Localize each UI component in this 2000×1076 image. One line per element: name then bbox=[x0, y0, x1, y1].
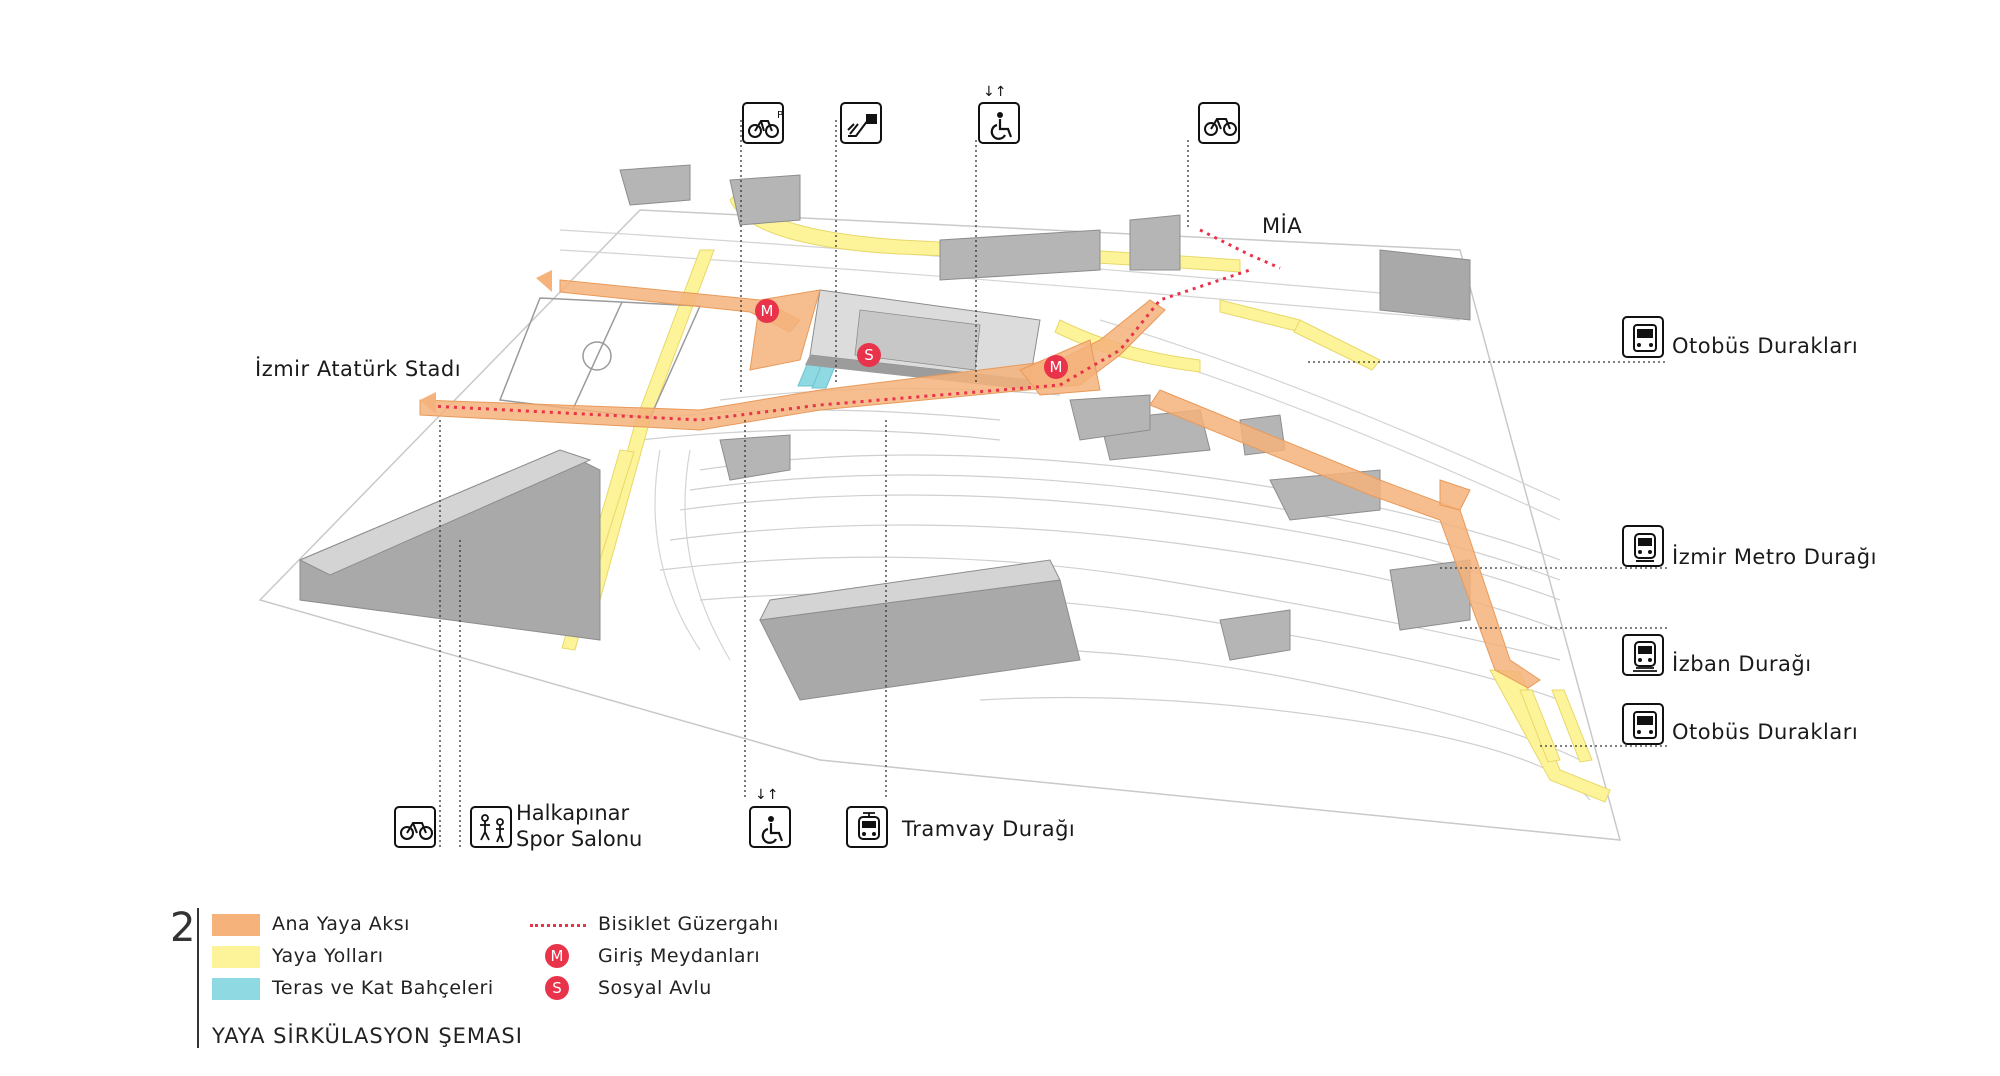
main-pedestrian-axis bbox=[419, 279, 1541, 689]
bicycle-route bbox=[429, 228, 1281, 422]
legend-swatch-main-axis bbox=[212, 914, 260, 936]
bicycle-icon bbox=[1198, 102, 1240, 144]
escalator-icon bbox=[840, 102, 882, 144]
bus-icon bbox=[1622, 703, 1664, 745]
legend-label-main-axis: Ana Yaya Aksı bbox=[272, 913, 410, 935]
label-tram-stop: Tramvay Durağı bbox=[902, 817, 1076, 841]
elevator-arrows-icon: ↓↑ bbox=[983, 84, 1007, 100]
label-stadium: İzmir Atatürk Stadı bbox=[255, 357, 462, 381]
tram-icon bbox=[846, 806, 888, 848]
entrance-marker-2: M bbox=[1044, 355, 1068, 379]
sports-hall-icon bbox=[470, 806, 512, 848]
legend-swatch-pedestrian bbox=[212, 946, 260, 968]
leader-lines bbox=[439, 120, 1668, 850]
label-metro-stop: İzmir Metro Durağı bbox=[1672, 545, 1877, 569]
legend-label-bike-route: Bisiklet Güzergahı bbox=[598, 913, 779, 935]
label-bus-stops-1: Otobüs Durakları bbox=[1672, 334, 1859, 358]
legend-title: YAYA SİRKÜLASYON ŞEMASI bbox=[212, 1024, 523, 1048]
legend-label-entrance: Giriş Meydanları bbox=[598, 945, 761, 967]
bicycle-parking-icon: P bbox=[742, 102, 784, 144]
label-mia: MİA bbox=[1262, 214, 1303, 238]
social-court-marker: S bbox=[857, 343, 881, 367]
axis-arrows bbox=[420, 270, 552, 414]
legend-label-social: Sosyal Avlu bbox=[598, 977, 712, 999]
elevator-accessible-icon bbox=[978, 102, 1020, 144]
legend-label-terrace: Teras ve Kat Bahçeleri bbox=[272, 977, 494, 999]
label-izban-stop: İzban Durağı bbox=[1672, 652, 1812, 676]
legend-symbol-entrance: M bbox=[545, 944, 569, 968]
bicycle-icon bbox=[394, 806, 436, 848]
entrance-marker-1: M bbox=[755, 299, 779, 323]
bus-icon bbox=[1622, 316, 1664, 358]
elevator-accessible-icon bbox=[749, 806, 791, 848]
legend-number: 2 bbox=[170, 905, 196, 951]
label-bus-stops-2: Otobüs Durakları bbox=[1672, 720, 1859, 744]
legend-label-pedestrian: Yaya Yolları bbox=[272, 945, 384, 967]
label-sports-hall: Halkapınar Spor Salonu bbox=[516, 800, 642, 852]
legend-divider bbox=[197, 908, 199, 1048]
legend-symbol-social: S bbox=[545, 976, 569, 1000]
metro-icon bbox=[1622, 525, 1664, 567]
legend-swatch-terrace bbox=[212, 978, 260, 1000]
svg-text:P: P bbox=[777, 110, 783, 121]
label-sports-hall-line2: Spor Salonu bbox=[516, 827, 643, 851]
train-icon bbox=[1622, 634, 1664, 676]
label-sports-hall-line1: Halkapınar bbox=[516, 801, 630, 825]
terraces bbox=[797, 361, 837, 389]
legend-swatch-bike-route bbox=[530, 924, 586, 927]
elevator-arrows-icon: ↓↑ bbox=[755, 787, 779, 803]
